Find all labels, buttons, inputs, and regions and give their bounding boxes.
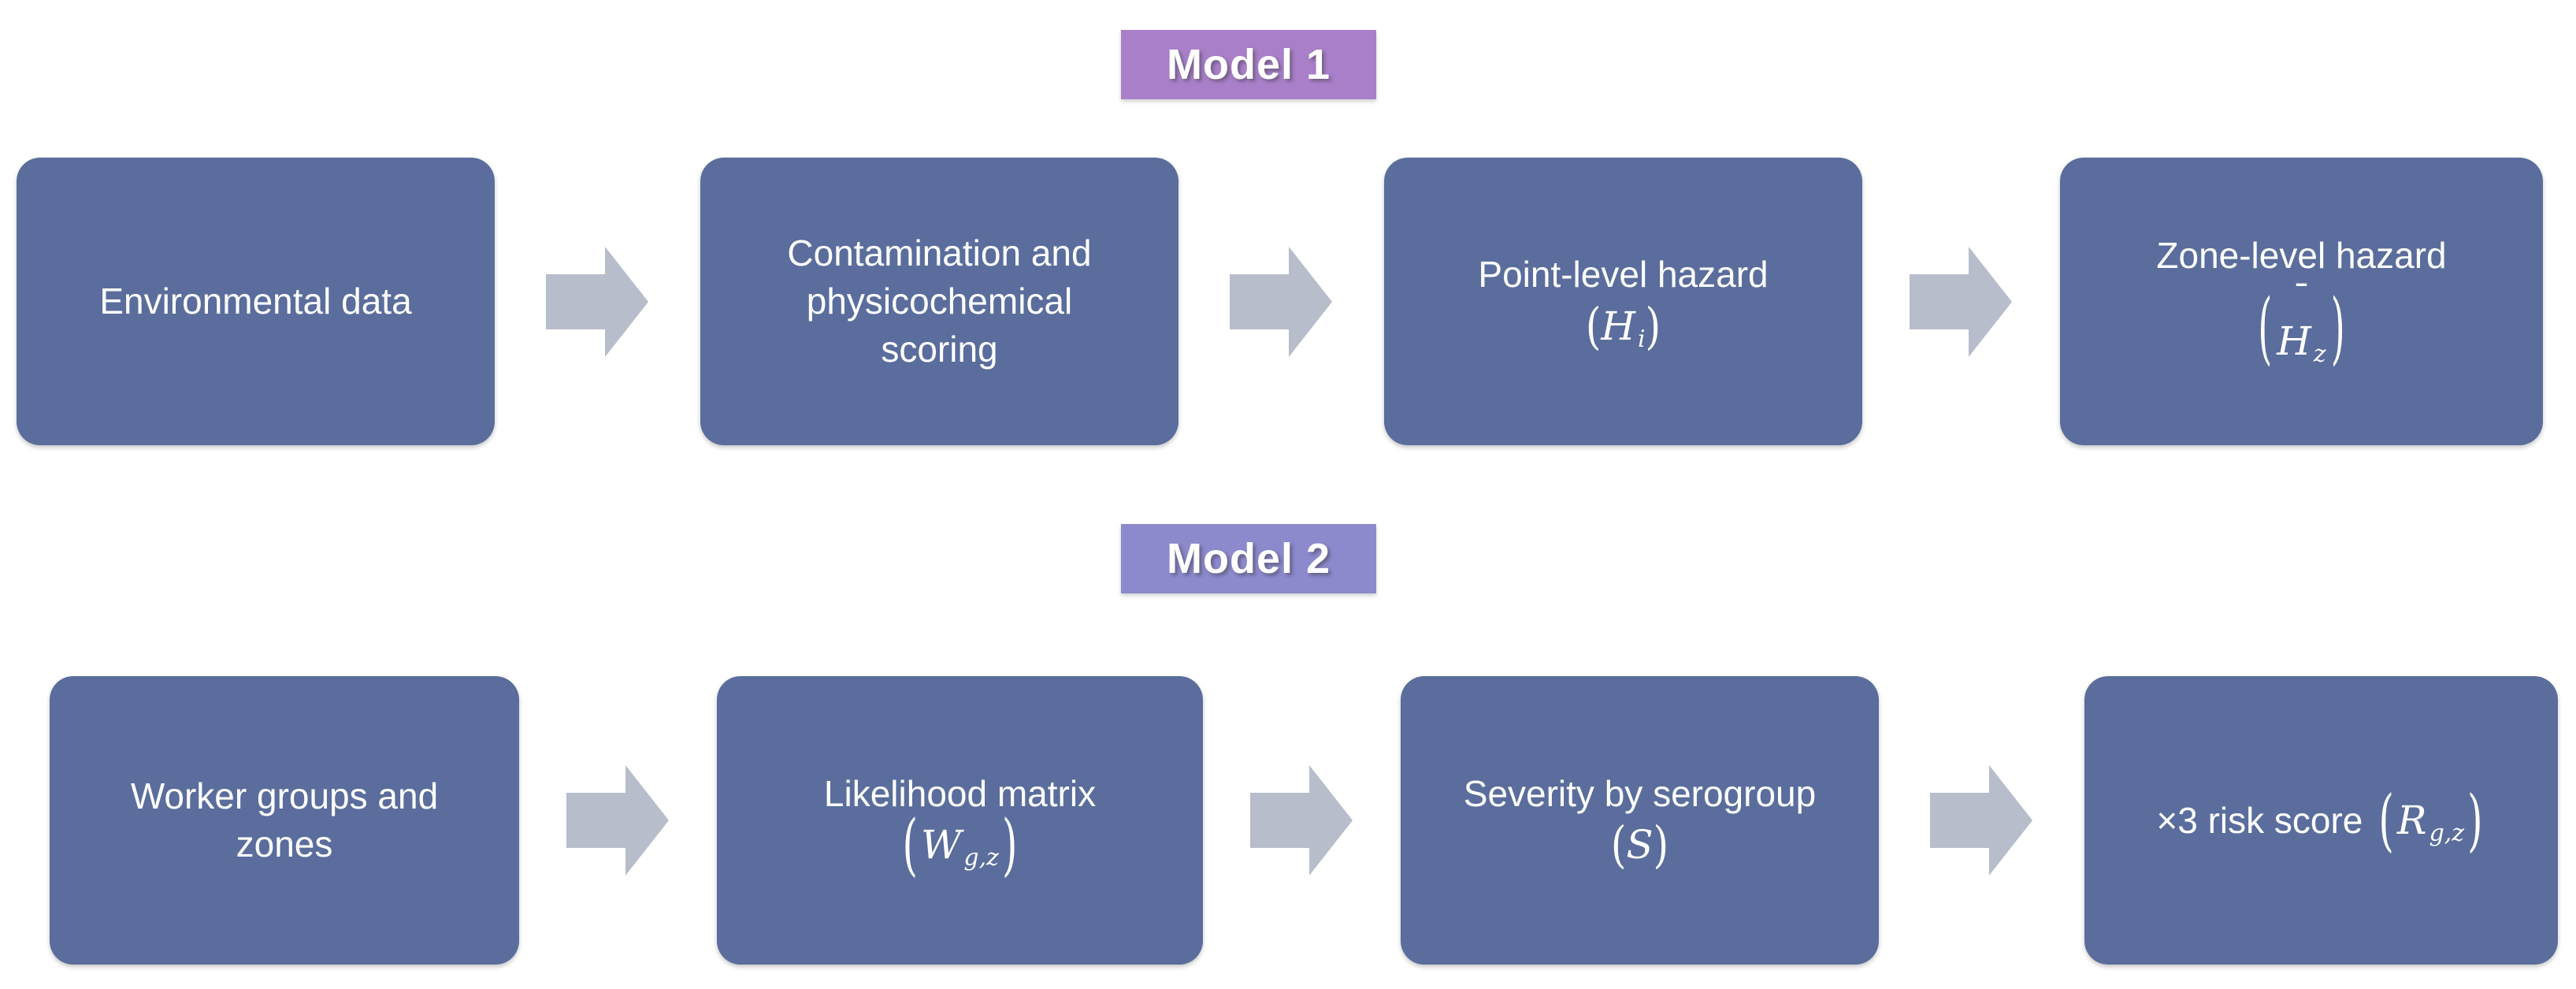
model1-badge: Model 1 (1121, 30, 1376, 99)
block-arrow-right-icon (1910, 247, 2012, 357)
model1-step2-box: Contamination and physicochemical scorin… (700, 158, 1179, 445)
model2-arrow-3 (1930, 753, 2032, 887)
block-arrow-right-icon (566, 765, 669, 876)
model2-step3-box: Severity by serogroup (S) (1401, 676, 1879, 965)
model1-badge-label: Model 1 (1166, 41, 1331, 88)
model1-step2-label: Contamination and physicochemical scorin… (787, 232, 1092, 370)
model2-arrow-1 (566, 753, 669, 887)
model1-step1-label: Environmental data (99, 281, 412, 322)
block-arrow-right-icon (1230, 247, 1332, 357)
model2-step4-label: ×3 risk score (2156, 799, 2363, 841)
model2-badge-label: Model 2 (1166, 535, 1331, 582)
block-arrow-right-icon (1250, 765, 1353, 876)
block-arrow-right-icon (1930, 765, 2032, 876)
model2-badge: Model 2 (1121, 524, 1376, 593)
model2-arrow-2 (1250, 753, 1353, 887)
model2-step2-label: Likelihood matrix (823, 772, 1097, 814)
macron-accent: ¯ (2292, 276, 2311, 319)
model1-step3-label: Point-level hazard (1478, 254, 1769, 296)
model2-step1-box: Worker groups and zones (50, 676, 519, 965)
model2-step3-formula: (S) (1610, 816, 1669, 874)
block-arrow-right-icon (546, 247, 648, 357)
model1-step1-box: Environmental data (17, 158, 495, 445)
model1-arrow-2 (1230, 235, 1332, 369)
model1-arrow-1 (546, 235, 648, 369)
model1-arrow-3 (1910, 235, 2012, 369)
model2-step3-label: Severity by serogroup (1463, 772, 1817, 814)
model2-step1-label: Worker groups and zones (130, 775, 439, 864)
model1-step4-label: Zone-level hazard (2156, 235, 2447, 277)
